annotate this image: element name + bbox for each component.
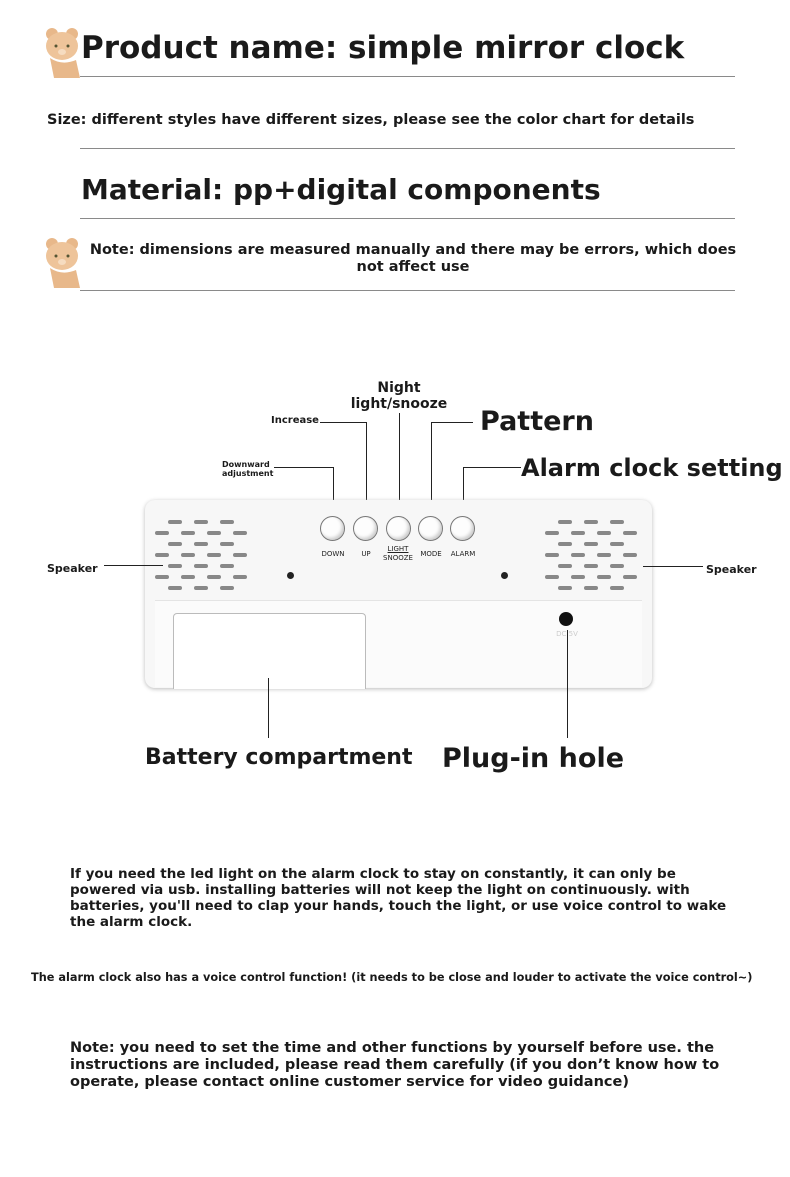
- battery-label: Battery compartment: [145, 745, 413, 770]
- leader-line: [274, 467, 333, 468]
- speaker-slot: [194, 586, 208, 590]
- leader-line: [399, 413, 400, 516]
- speaker-slot: [584, 542, 598, 546]
- speaker-slot: [571, 553, 585, 557]
- plug-label: Plug-in hole: [442, 743, 625, 774]
- divider: [80, 218, 735, 219]
- speaker-slot: [233, 553, 247, 557]
- sensor-dot: [501, 572, 508, 579]
- speaker-slot: [597, 553, 611, 557]
- speaker-slot: [545, 553, 559, 557]
- speaker-slot: [623, 531, 637, 535]
- speaker-slot: [181, 531, 195, 535]
- speaker-slot: [558, 586, 572, 590]
- up-label: UP: [361, 550, 371, 558]
- speaker-slot: [181, 575, 195, 579]
- speaker-slot: [194, 564, 208, 568]
- mode-button[interactable]: [418, 516, 443, 541]
- speaker-slot: [207, 553, 221, 557]
- alarm-label: ALARM: [450, 550, 476, 558]
- power-port-icon: [559, 612, 573, 626]
- speaker-left-label: Speaker: [47, 562, 98, 575]
- leader-line: [268, 678, 269, 738]
- speaker-slot: [610, 542, 624, 546]
- voice-note: The alarm clock also has a voice control…: [31, 971, 753, 984]
- speaker-slot: [233, 531, 247, 535]
- size-text: Size: different styles have different si…: [47, 112, 695, 128]
- usb-note: If you need the led light on the alarm c…: [70, 866, 727, 930]
- battery-cover: [173, 613, 366, 689]
- speaker-slot: [623, 553, 637, 557]
- speaker-slot: [610, 564, 624, 568]
- note-text: Note: dimensions are measured manually a…: [89, 242, 737, 275]
- leader-line: [104, 565, 163, 566]
- speaker-slot: [155, 553, 169, 557]
- speaker-slot: [168, 564, 182, 568]
- speaker-slot: [220, 542, 234, 546]
- divider: [80, 148, 735, 149]
- speaker-slot: [597, 531, 611, 535]
- speaker-slot: [571, 531, 585, 535]
- product-name-heading: Product name: simple mirror clock: [81, 30, 685, 66]
- leader-line: [333, 467, 334, 516]
- leader-line: [643, 566, 703, 567]
- leader-line: [431, 422, 432, 516]
- speaker-slot: [168, 586, 182, 590]
- speaker-slot: [194, 520, 208, 524]
- speaker-slot: [155, 575, 169, 579]
- speaker-slot: [610, 520, 624, 524]
- downward-label: Downward adjustment: [222, 460, 274, 478]
- alarm-button[interactable]: [450, 516, 475, 541]
- light-snooze-button[interactable]: [386, 516, 411, 541]
- speaker-slot: [558, 520, 572, 524]
- night-light-label: Night light/snooze: [350, 380, 448, 412]
- down-label: DOWN: [321, 550, 345, 558]
- leader-line: [567, 630, 568, 738]
- speaker-slot: [155, 531, 169, 535]
- speaker-slot: [194, 542, 208, 546]
- leader-line: [463, 467, 464, 516]
- speaker-slot: [168, 520, 182, 524]
- sensor-dot: [287, 572, 294, 579]
- divider: [80, 290, 735, 291]
- bear-mascot-icon: [46, 238, 80, 288]
- leader-line: [463, 467, 521, 468]
- down-button[interactable]: [320, 516, 345, 541]
- speaker-slot: [584, 564, 598, 568]
- speaker-slot: [584, 520, 598, 524]
- setup-note: Note: you need to set the time and other…: [70, 1040, 720, 1090]
- leader-line: [431, 422, 473, 423]
- speaker-slot: [597, 575, 611, 579]
- speaker-slot: [233, 575, 247, 579]
- leader-line: [320, 422, 366, 423]
- speaker-slot: [623, 575, 637, 579]
- alarm-setting-label: Alarm clock setting: [521, 454, 783, 482]
- increase-label: Increase: [271, 415, 319, 426]
- light-label: LIGHT: [387, 545, 409, 553]
- speaker-slot: [220, 564, 234, 568]
- divider: [80, 76, 735, 77]
- speaker-right-label: Speaker: [706, 563, 757, 576]
- speaker-slot: [207, 531, 221, 535]
- up-button[interactable]: [353, 516, 378, 541]
- speaker-slot: [610, 586, 624, 590]
- leader-line: [366, 422, 367, 516]
- pattern-label: Pattern: [480, 406, 594, 437]
- bear-mascot-icon: [46, 28, 80, 78]
- snooze-label: SNOOZE: [383, 554, 413, 562]
- speaker-slot: [558, 542, 572, 546]
- speaker-slot: [558, 564, 572, 568]
- mode-label: MODE: [420, 550, 442, 558]
- speaker-slot: [545, 575, 559, 579]
- speaker-slot: [207, 575, 221, 579]
- speaker-slot: [220, 586, 234, 590]
- speaker-slot: [584, 586, 598, 590]
- speaker-slot: [220, 520, 234, 524]
- speaker-slot: [181, 553, 195, 557]
- speaker-slot: [545, 531, 559, 535]
- speaker-slot: [168, 542, 182, 546]
- material-heading: Material: pp+digital components: [81, 173, 601, 206]
- speaker-slot: [571, 575, 585, 579]
